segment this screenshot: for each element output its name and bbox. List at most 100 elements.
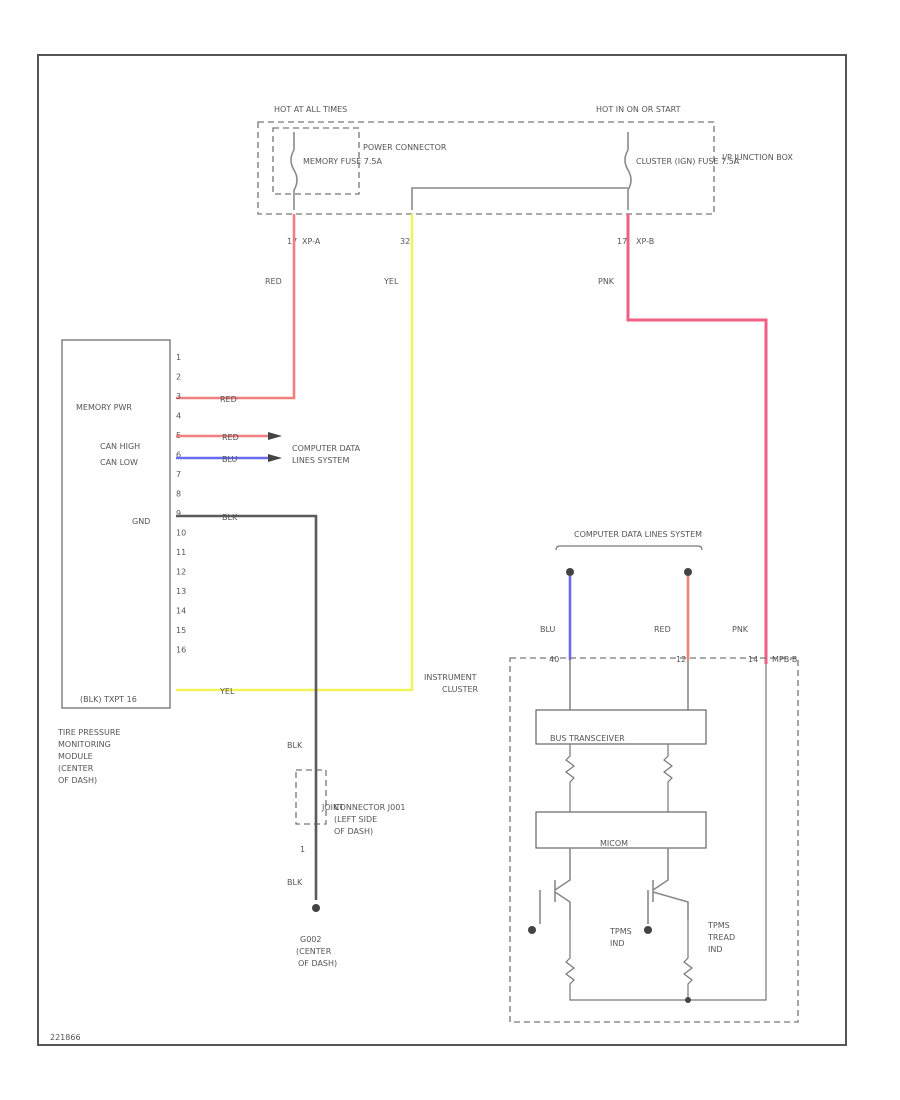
ground-line: (CENTER (296, 947, 332, 956)
blu-can-label: BLU (222, 455, 238, 464)
memory-pwr-label: MEMORY PWR (76, 403, 132, 412)
tpms-module-box (61, 339, 171, 709)
hot-in-on-start-label: HOT IN ON OR START (596, 105, 681, 114)
pin-12: 12 (676, 655, 686, 664)
tpms-tread-line: IND (708, 945, 723, 954)
pin-17-xpa: 17 (287, 237, 297, 246)
pin-40: 40 (549, 655, 559, 664)
instrument-cluster-title-line: CLUSTER (442, 685, 479, 694)
ip-junction-box-outline (257, 121, 715, 215)
yel-wire (176, 214, 414, 692)
joint-connector-line: JOINT (321, 803, 344, 812)
hot-at-all-times-label: HOT AT ALL TIMES (274, 105, 347, 114)
tpms-tread-ground-icon (644, 926, 652, 934)
blu-arrow-icon (566, 568, 574, 576)
module-caption-line: TIRE PRESSURE (57, 728, 120, 737)
module-caption: TIRE PRESSURE MONITORING MODULE (CENTER … (57, 728, 120, 785)
data-lines-bracket (555, 545, 703, 551)
module-pin-number: 13 (176, 587, 186, 596)
pin-17-xpb: 17 (617, 237, 627, 246)
instrument-cluster-outline (509, 657, 799, 1023)
conn-xpb-label: XP-B (636, 237, 654, 246)
red-memory-wire-inline-label: RED (220, 395, 237, 404)
tpms-ind-line: TPMS (609, 927, 632, 936)
module-pin-number: 4 (176, 412, 181, 421)
splice-point-icon (685, 997, 691, 1003)
transceiver-link-right (663, 744, 673, 812)
ground-line: G002 (300, 935, 321, 944)
computer-data-lines-1-line: LINES SYSTEM (292, 456, 349, 465)
pin-14: 14 (748, 655, 758, 664)
joint-connector-line: (LEFT SIDE (334, 815, 377, 824)
power-connector-bus (411, 187, 628, 210)
module-pin-number: 10 (176, 529, 186, 538)
blk-splice-label: BLK (287, 741, 303, 750)
tpms-ind-transistor (554, 848, 571, 920)
cluster-fuse-symbol (624, 132, 632, 210)
module-pin-number: 3 (176, 392, 181, 401)
module-pin-number: 11 (176, 548, 186, 557)
blk-ground-label: BLK (287, 878, 303, 887)
module-pin-number: 16 (176, 646, 186, 655)
module-pin-number: 12 (176, 568, 186, 577)
footer-id: 221866 (50, 1033, 81, 1042)
blu-cluster-label: BLU (540, 625, 556, 634)
joint-pin-bottom: 1 (300, 845, 305, 854)
ground-line: OF DASH) (298, 959, 337, 968)
module-pin-number: 1 (176, 353, 181, 362)
power-connector-label: POWER CONNECTOR (363, 143, 447, 152)
red-wire-label: RED (265, 277, 282, 286)
instrument-cluster-title-line: INSTRUMENT (424, 673, 477, 682)
tpms-ind-ground-icon (528, 926, 536, 934)
can-high-label: CAN HIGH (100, 442, 140, 451)
yel-16-label: YEL (219, 687, 235, 696)
tpms-tread-circuit (683, 920, 693, 1000)
module-caption-line: MONITORING (58, 740, 111, 749)
memory-fuse-label: MEMORY FUSE 7.5A (303, 157, 382, 166)
blk-gnd-wire (176, 514, 318, 770)
computer-data-lines-1-line: COMPUTER DATA (292, 444, 361, 453)
memory-fuse-outline (272, 127, 360, 195)
module-pin-number: 7 (176, 470, 181, 479)
computer-data-lines-2-label: COMPUTER DATA LINES SYSTEM (574, 530, 702, 539)
pnk-cluster-label: PNK (732, 625, 749, 634)
tpms-ind-line: IND (610, 939, 625, 948)
bus-transceiver-label: BUS TRANSCEIVER (550, 734, 625, 743)
can-high-arrow-icon (268, 432, 282, 440)
can-low-label: CAN LOW (100, 458, 138, 467)
pnk-wire (626, 214, 768, 664)
red-cluster-label: RED (654, 625, 671, 634)
module-connector-label: (BLK) TXPT 16 (80, 695, 137, 704)
module-pin-number: 2 (176, 373, 181, 382)
tpms-tread-transistor (652, 848, 689, 920)
memory-fuse-symbol (290, 132, 298, 210)
module-caption-line: (CENTER (58, 764, 94, 773)
ip-junction-box-label: I/P JUNCTION BOX (722, 153, 793, 162)
module-caption-line: MODULE (58, 752, 93, 761)
micom-box (535, 811, 707, 849)
red-memory-wire (176, 214, 296, 400)
cluster-fuse-label: CLUSTER (IGN) FUSE 7.5A (636, 157, 740, 166)
diagram-frame (37, 54, 847, 1046)
joint-connector-outline (295, 769, 327, 825)
can-low-arrow-icon (268, 454, 282, 462)
tpms-tread-line: TPMS (707, 921, 730, 930)
tpms-ind-circuit (565, 664, 767, 1001)
red-can-label: RED (222, 433, 239, 442)
module-pin-number: 14 (176, 607, 186, 616)
gnd-label: GND (132, 517, 150, 526)
module-pin-number: 9 (176, 509, 181, 518)
module-pin-number: 15 (176, 626, 186, 635)
bus-transceiver-box (535, 709, 707, 745)
yel-wire-label: YEL (383, 277, 399, 286)
blk-gnd-label: BLK (222, 513, 238, 522)
module-caption-line: OF DASH) (58, 776, 97, 785)
pnk-wire-label: PNK (598, 277, 615, 286)
module-pin-number: 6 (176, 451, 181, 460)
conn-xpa-label: XP-A (302, 237, 321, 246)
ground-point-icon (312, 904, 320, 912)
cluster-input-wires (569, 660, 689, 710)
pin-32: 32 (400, 237, 410, 246)
tpms-tread-line: TREAD (707, 933, 735, 942)
